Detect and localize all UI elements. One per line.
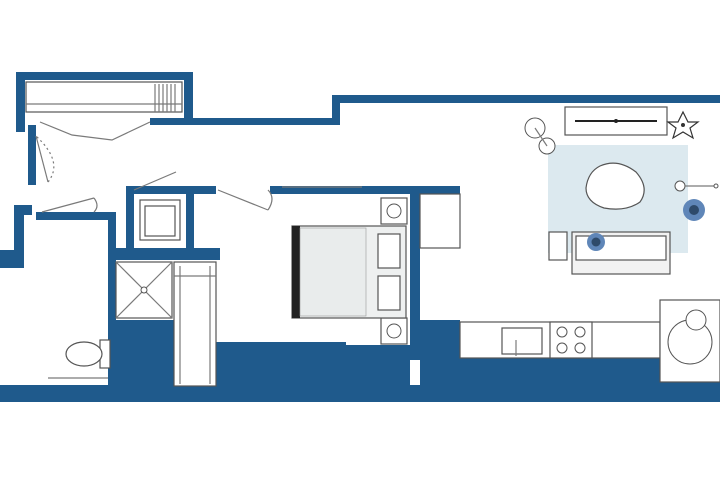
table-icon (524, 117, 556, 155)
balcony-chair (685, 309, 707, 331)
living-room (524, 106, 719, 275)
bed-cover (299, 227, 367, 317)
closet-door[interactable] (39, 121, 151, 141)
plant-icon (666, 110, 700, 140)
left-step-wall-1 (28, 125, 36, 185)
kitchen (419, 193, 661, 359)
closet-right (186, 186, 194, 254)
entry-door[interactable] (35, 135, 49, 183)
bedroom (291, 197, 408, 345)
person-icon (587, 233, 605, 251)
bedroom-base-fill (216, 342, 346, 386)
nightstand-top (380, 197, 408, 225)
bed-headboard (292, 226, 300, 318)
bath-top-wall (110, 248, 220, 260)
coffee-table (585, 162, 645, 210)
kitchen-corner-fill (420, 320, 460, 360)
balcony-base (660, 380, 720, 388)
bathroom (48, 261, 217, 387)
bedroom-base-fill-2 (346, 345, 410, 386)
top-step-wall (332, 95, 340, 125)
closet-bottom-wall (150, 118, 334, 125)
toilet-icon (65, 339, 111, 369)
fridge (419, 193, 461, 249)
bedroom-door[interactable] (217, 189, 269, 211)
closet-left (126, 186, 134, 254)
bath-door[interactable] (41, 197, 95, 213)
shower-drain (140, 286, 148, 294)
shower-base-fill (116, 320, 174, 386)
top-right-wall (332, 95, 720, 103)
stove-icon (549, 321, 593, 359)
person-icon (683, 199, 705, 221)
closet-left-wall (16, 72, 25, 132)
left-step-wall-3 (0, 250, 14, 268)
pillow (377, 233, 401, 269)
left-step-wall-4 (14, 210, 24, 268)
kitchen-base-fill (420, 358, 660, 386)
sofa (571, 231, 671, 275)
bath-left-wall (108, 212, 116, 387)
lamp-icon (674, 180, 719, 192)
closet-door-2[interactable] (133, 171, 177, 191)
entry-bottom-wall (36, 212, 114, 220)
closet-right-wall (184, 72, 193, 124)
closet-shelf (25, 81, 183, 113)
closet-top-wall (16, 72, 192, 80)
wall-closet (25, 81, 183, 141)
bedroom-right-wall (410, 190, 420, 360)
bed (291, 225, 407, 319)
sink-icon (501, 327, 543, 355)
bedroom-top (270, 186, 460, 194)
pillow (377, 275, 401, 311)
bedroom-top-left (194, 186, 216, 194)
doors (35, 135, 362, 213)
bottom-wall (0, 385, 720, 402)
washer (139, 199, 181, 241)
walls (0, 72, 720, 402)
side-table (548, 231, 568, 261)
wardrobe (173, 261, 217, 387)
balcony (659, 299, 720, 383)
closet-top (126, 186, 192, 194)
